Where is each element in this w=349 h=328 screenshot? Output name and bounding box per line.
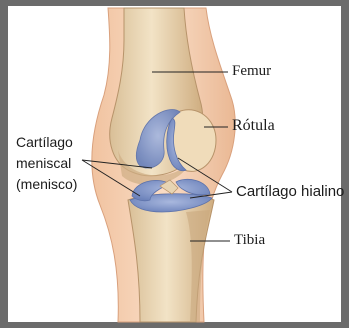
label-tibia: Tibia [234,233,265,248]
label-cartilago-hialino: Cartílago hialino [236,184,344,199]
label-femur: Femur [232,64,271,79]
label-rotula: Rótula [232,118,275,134]
label-cartilago-meniscal-3: (menisco) [16,177,77,191]
label-cartilago-meniscal-1: Cartílago [16,135,73,149]
label-cartilago-meniscal-2: meniscal [16,156,71,170]
